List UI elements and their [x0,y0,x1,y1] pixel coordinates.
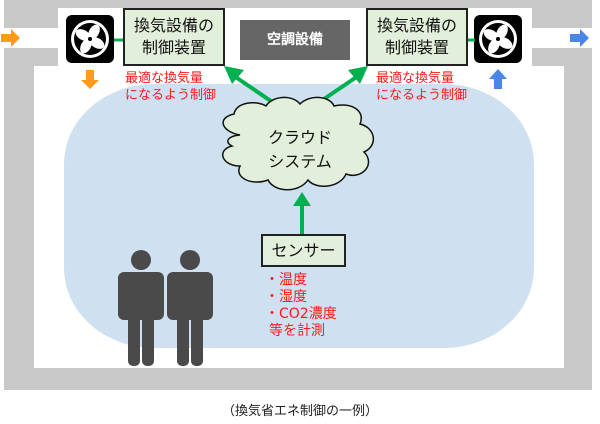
cloud-system-label: クラウド システム [240,126,360,174]
measurement-item: ・CO2濃度 [265,306,337,322]
measurement-item: ・温度 [265,272,307,288]
note-line: になるよう制御 [376,88,468,103]
note-line: 最適な換気量 [376,71,455,86]
person-icon [118,250,164,366]
ventilation-controller-left: 換気設備の 制御装置 [123,8,225,66]
ventilation-controller-right: 換気設備の 制御装置 [366,8,468,66]
person-icon [167,250,213,366]
fan-icon [474,15,522,63]
controller-label: 制御装置 [141,38,206,57]
controller-label: 換気設備の [133,16,214,35]
measurement-footer: 等を計測 [269,323,325,339]
fan-icon [66,15,114,63]
exhaust-up-arrow-icon [489,69,507,89]
measurement-item: ・湿度 [265,289,307,305]
cloud-shape [222,96,374,191]
supply-down-arrow-icon [81,70,99,89]
control-note-left: 最適な換気量 になるよう制御 [125,70,216,104]
cloud-label-line: クラウド [267,128,332,147]
control-note-right: 最適な換気量 になるよう制御 [376,70,467,104]
sensor-measurements: ・温度 ・湿度 ・CO2濃度 等を計測 [265,272,337,340]
sensor-box: センサー [261,234,346,267]
intake-arrow-icon [1,29,20,47]
cloud-label-line: システム [268,152,332,171]
note-line: になるよう制御 [125,88,217,103]
air-conditioner-box: 空調設備 [240,20,350,60]
controller-label: 制御装置 [384,38,449,57]
diagram-caption: （換気省エネ制御の一例） [221,404,378,419]
exhaust-duct [530,28,594,48]
exhaust-arrow-icon [570,29,589,47]
note-line: 最適な換気量 [125,71,204,86]
controller-label: 換気設備の [376,16,457,35]
